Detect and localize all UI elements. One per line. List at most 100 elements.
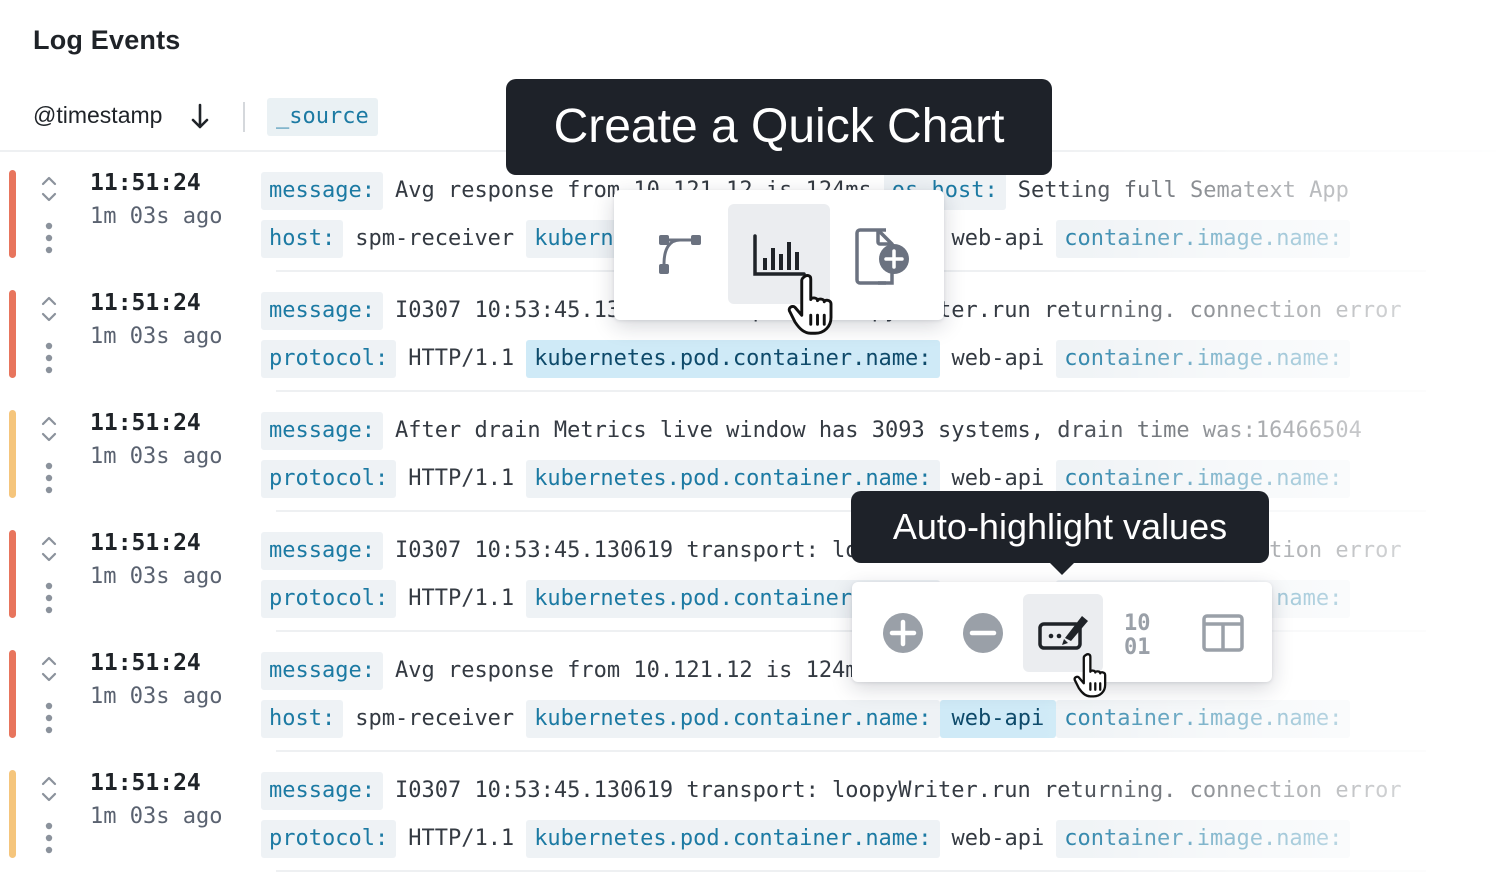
- event-fields-line: message: After drain Metrics live window …: [261, 412, 1374, 450]
- field-key[interactable]: message:: [261, 652, 383, 690]
- field-key[interactable]: message:: [261, 292, 383, 330]
- hand-cursor-icon: [787, 274, 833, 335]
- event-relative-time: 1m 03s ago: [90, 804, 223, 829]
- field-value[interactable]: web-api: [951, 346, 1045, 371]
- field-value[interactable]: I0307 10:53:45.130619 transport: loopyWr…: [394, 778, 1402, 803]
- column-divider: [243, 102, 245, 132]
- event-relative-time: 1m 03s ago: [90, 564, 223, 589]
- severity-indicator: [9, 290, 16, 378]
- field-value[interactable]: spm-receiver: [355, 226, 515, 251]
- field-value[interactable]: Setting full Sematext App: [1017, 178, 1349, 203]
- sort-descending-icon[interactable]: [190, 102, 210, 132]
- field-actions-toolbar: [614, 190, 944, 320]
- expand-row-icon[interactable]: [38, 654, 60, 684]
- event-time: 11:51:24: [90, 170, 201, 196]
- severity-indicator: [9, 530, 16, 618]
- field-key[interactable]: protocol:: [261, 460, 397, 498]
- field-value[interactable]: web-api: [951, 826, 1045, 851]
- more-options-icon[interactable]: [44, 462, 54, 494]
- expand-row-icon[interactable]: [38, 174, 60, 204]
- field-value[interactable]: HTTP/1.1: [408, 586, 515, 611]
- value-actions-toolbar: 10 01: [852, 582, 1272, 682]
- event-fields-line: protocol: HTTP/1.1 kubernetes.pod.containe…: [261, 820, 1351, 858]
- field-key[interactable]: message:: [261, 532, 383, 570]
- event-time: 11:51:24: [90, 650, 201, 676]
- timestamp-column-header[interactable]: @timestamp: [33, 102, 163, 128]
- field-key[interactable]: protocol:: [261, 820, 397, 858]
- expand-row-icon[interactable]: [38, 294, 60, 324]
- add-document-icon: [855, 228, 909, 285]
- row-divider: [276, 870, 1426, 872]
- svg-text:01: 01: [1124, 635, 1151, 656]
- more-options-icon[interactable]: [44, 582, 54, 614]
- binary-format-button[interactable]: 10 01: [1108, 592, 1180, 672]
- more-options-icon[interactable]: [44, 342, 54, 374]
- row-divider: [276, 390, 1426, 392]
- event-time: 11:51:24: [90, 530, 201, 556]
- field-key[interactable]: protocol:: [261, 580, 397, 618]
- plus-circle-icon: [883, 613, 923, 653]
- tooltip-arrow: [1050, 563, 1074, 575]
- quick-chart-tooltip: Create a Quick Chart: [506, 79, 1052, 175]
- field-value[interactable]: web-api: [951, 226, 1045, 251]
- flow-button[interactable]: [628, 204, 728, 304]
- severity-indicator: [9, 650, 16, 738]
- field-key[interactable]: container.image.name:: [1056, 700, 1351, 738]
- field-value[interactable]: web-api: [951, 466, 1045, 491]
- event-relative-time: 1m 03s ago: [90, 444, 223, 469]
- auto-highlight-tooltip: Auto-highlight values: [851, 491, 1269, 563]
- event-time: 11:51:24: [90, 410, 201, 436]
- field-key[interactable]: container.image.name:: [1056, 220, 1351, 258]
- field-key[interactable]: container.image.name:: [1056, 340, 1351, 378]
- row-divider: [276, 630, 1426, 632]
- event-relative-time: 1m 03s ago: [90, 684, 223, 709]
- expand-row-icon[interactable]: [38, 534, 60, 564]
- field-key[interactable]: kubernetes.pod.container.name:: [526, 820, 940, 858]
- expand-row-icon[interactable]: [38, 774, 60, 804]
- binary-icon: 10 01: [1124, 611, 1151, 656]
- field-key[interactable]: kubernetes.pod.container.name:: [526, 700, 940, 738]
- field-key[interactable]: protocol:: [261, 340, 397, 378]
- event-relative-time: 1m 03s ago: [90, 204, 223, 229]
- field-value[interactable]: HTTP/1.1: [408, 346, 515, 371]
- hand-cursor-icon: [1073, 653, 1107, 698]
- field-key[interactable]: host:: [261, 700, 344, 738]
- field-value[interactable]: web-api: [939, 700, 1057, 738]
- field-value[interactable]: After drain Metrics live window has 3093…: [394, 418, 1362, 443]
- quick-chart-button[interactable]: [728, 204, 830, 304]
- field-key[interactable]: message:: [261, 412, 383, 450]
- more-options-icon[interactable]: [44, 222, 54, 254]
- field-key[interactable]: message:: [261, 172, 383, 210]
- include-value-button[interactable]: [866, 592, 938, 672]
- svg-text:10: 10: [1124, 611, 1151, 636]
- field-key[interactable]: message:: [261, 772, 383, 810]
- flow-icon: [659, 235, 701, 274]
- bar-chart-icon: [753, 234, 806, 276]
- event-fields-line: host: spm-receiver kubernetes.pod.containe…: [261, 700, 1351, 738]
- field-key[interactable]: kubernetes.pod.container.name:: [526, 340, 940, 378]
- field-key[interactable]: kubernetes.pod.container.name:: [526, 460, 940, 498]
- severity-indicator: [9, 170, 16, 258]
- event-relative-time: 1m 03s ago: [90, 324, 223, 349]
- add-to-dashboard-button[interactable]: [834, 204, 934, 304]
- source-column-header[interactable]: _source: [267, 98, 378, 136]
- exclude-value-button[interactable]: [946, 592, 1018, 672]
- split-view-button[interactable]: [1186, 592, 1258, 672]
- expand-row-icon[interactable]: [38, 414, 60, 444]
- event-time: 11:51:24: [90, 290, 201, 316]
- severity-indicator: [9, 410, 16, 498]
- more-options-icon[interactable]: [44, 822, 54, 854]
- log-event-row[interactable]: 11:51:24 1m 03s ago message: After drain Me…: [0, 392, 1496, 512]
- field-key[interactable]: container.image.name:: [1056, 820, 1351, 858]
- event-fields-line: protocol: HTTP/1.1 kubernetes.pod.containe…: [261, 340, 1351, 378]
- severity-indicator: [9, 770, 16, 858]
- page-title: Log Events: [33, 25, 181, 55]
- field-key[interactable]: host:: [261, 220, 344, 258]
- event-time: 11:51:24: [90, 770, 201, 796]
- minus-circle-icon: [963, 613, 1003, 653]
- more-options-icon[interactable]: [44, 702, 54, 734]
- log-event-row[interactable]: 11:51:24 1m 03s ago message: I0307 10:53:45…: [0, 752, 1496, 872]
- field-value[interactable]: HTTP/1.1: [408, 466, 515, 491]
- field-value[interactable]: HTTP/1.1: [408, 826, 515, 851]
- field-value[interactable]: spm-receiver: [355, 706, 515, 731]
